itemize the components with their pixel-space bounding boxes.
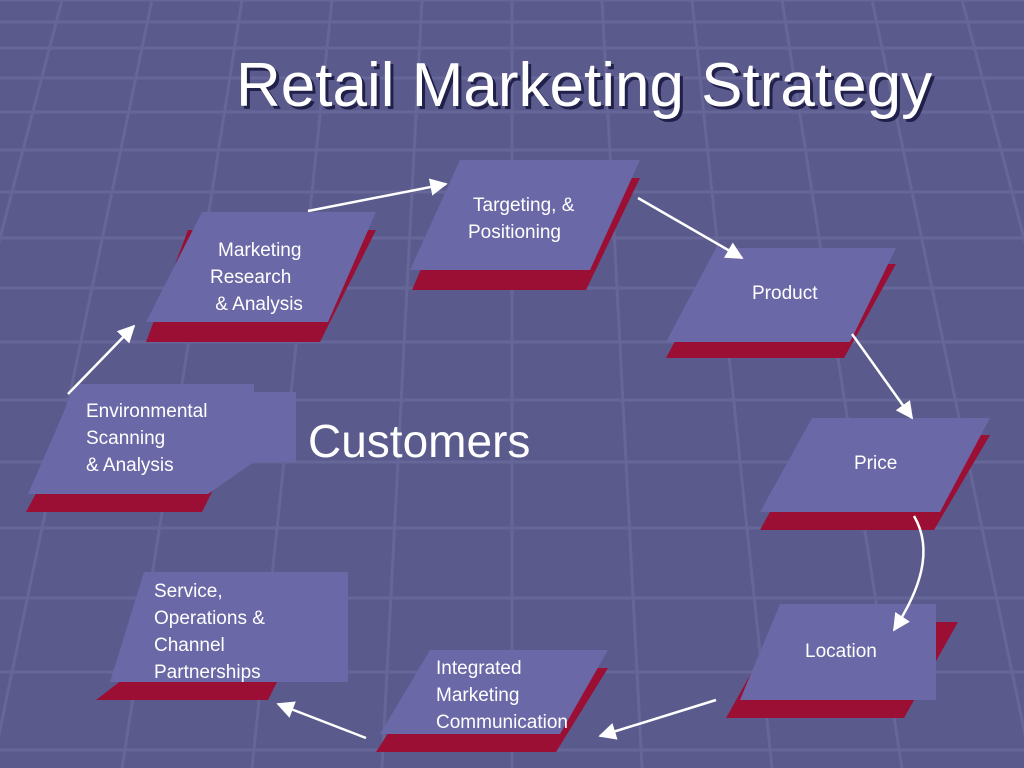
step-panel-location — [726, 604, 958, 718]
label-line: Research — [210, 267, 292, 288]
step-label-environmental-scanning: Environmental Scanning & Analysis — [86, 398, 207, 479]
step-panel-environmental-scanning — [26, 384, 296, 512]
arrow-environmental-to-research — [67, 324, 136, 395]
grid-line — [0, 0, 154, 737]
step-panel-marketing-research — [146, 212, 376, 342]
grid-line — [600, 0, 644, 768]
step-label-location: Location — [805, 638, 877, 665]
arrow-integrated-to-service — [276, 701, 367, 740]
panel-face — [760, 418, 990, 512]
label-line: Partnerships — [154, 662, 261, 683]
step-panel-targeting — [410, 160, 640, 290]
panel-face — [410, 160, 640, 270]
grid-line — [960, 0, 1024, 245]
panel-face — [380, 650, 608, 734]
arrow-product-to-price — [850, 333, 914, 420]
step-label-price: Price — [854, 450, 897, 477]
panel-face — [146, 212, 376, 322]
label-line: Scanning — [86, 428, 166, 449]
step-label-product: Product — [752, 280, 817, 307]
grid-line — [690, 0, 774, 768]
label-line: Communication — [436, 712, 568, 733]
grid-line — [870, 0, 1024, 737]
label-line: Marketing — [436, 685, 520, 706]
label-line: Channel — [154, 635, 225, 656]
label-line: Price — [854, 453, 898, 474]
grid-line — [0, 0, 64, 245]
arrow-price-to-location — [892, 515, 925, 632]
panel-face — [28, 384, 296, 494]
arrow-targeting-to-product — [637, 196, 744, 260]
slide-title: Retail Marketing Strategy — [236, 51, 933, 120]
panel-face — [666, 248, 896, 342]
label-line: Marketing — [218, 240, 302, 261]
label-line: & Analysis — [86, 455, 174, 476]
grid-line — [380, 0, 424, 768]
label-line: Service, — [154, 581, 223, 602]
label-line: Integrated — [436, 658, 522, 679]
step-panel-service-operations — [96, 572, 348, 700]
label-line: Location — [805, 641, 877, 662]
step-panel-price — [760, 418, 990, 530]
step-label-marketing-research: Marketing Research & Analysis — [210, 237, 303, 318]
arrow-research-to-targeting — [307, 178, 448, 213]
step-label-targeting: Targeting, & Positioning — [468, 192, 574, 246]
label-line: Operations & — [154, 608, 265, 629]
arrow-location-to-integrated — [598, 698, 717, 740]
step-label-integrated-marketing: Integrated Marketing Communication — [436, 655, 568, 736]
panel-face — [110, 572, 348, 682]
label-line: & Analysis — [210, 294, 303, 315]
label-line: Positioning — [468, 222, 561, 243]
label-line: Targeting, & — [473, 195, 575, 216]
label-line: Environmental — [86, 401, 208, 422]
step-label-service-operations: Service, Operations & Channel Partnershi… — [154, 578, 265, 686]
step-panel-product — [666, 248, 896, 358]
center-label-customers: Customers — [308, 415, 531, 467]
label-line: Product — [752, 283, 818, 304]
step-panel-integrated-marketing — [376, 650, 608, 752]
panel-face — [740, 604, 936, 700]
